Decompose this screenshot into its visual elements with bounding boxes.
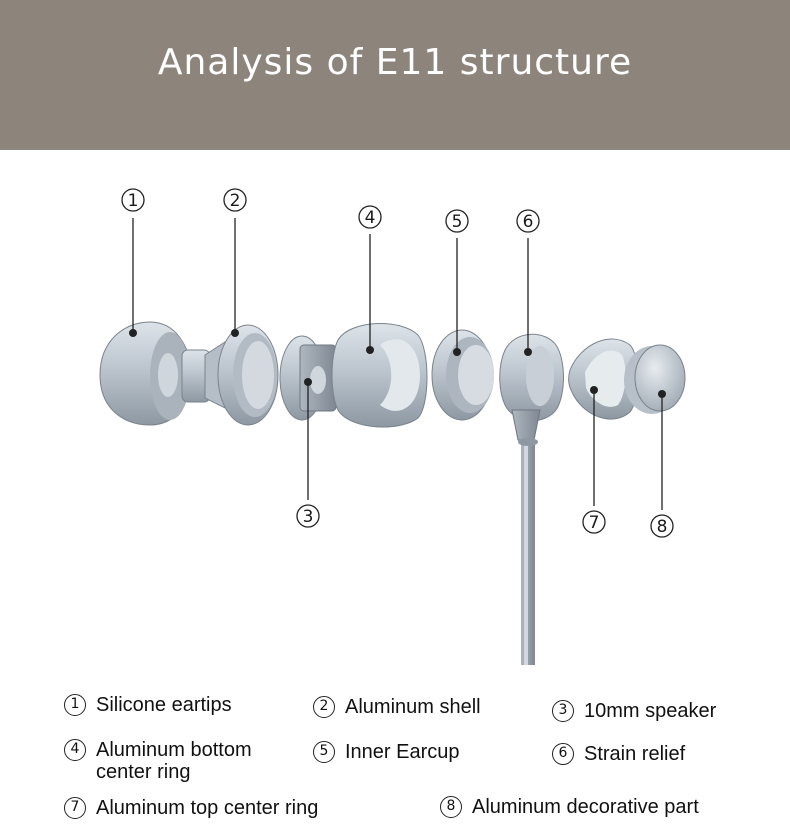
legend-label: Inner Earcup (345, 741, 460, 763)
legend-number: 2 (313, 696, 335, 718)
callout-3: 3 (296, 378, 320, 528)
callout-2-number: 2 (230, 191, 241, 211)
page-title: Analysis of E11 structure (157, 42, 633, 83)
legend-number: 8 (440, 796, 462, 818)
callout-7-number: 7 (589, 513, 600, 533)
legend-item-2: 2 Aluminum shell (313, 696, 481, 718)
part-6-strain-relief (499, 333, 564, 446)
callout-1: 1 (121, 188, 145, 337)
legend-label: Aluminum bottom center ring (96, 739, 252, 783)
legend-label: Silicone eartips (96, 694, 232, 716)
legend-number: 6 (552, 743, 574, 765)
part-4-bottom-center-ring (331, 323, 428, 428)
legend-item-6: 6 Strain relief (552, 743, 685, 765)
callout-5-number: 5 (452, 212, 463, 232)
legend-number: 7 (64, 797, 86, 819)
legend-item-7: 7 Aluminum top center ring (64, 797, 318, 819)
legend-label: Aluminum shell (345, 696, 481, 718)
callout-5: 5 (445, 209, 469, 356)
callout-4: 4 (358, 205, 382, 354)
part-5-inner-earcup (431, 329, 494, 421)
part-8-decorative-part (624, 344, 686, 414)
part-3-10mm-speaker (279, 335, 337, 421)
legend-item-3: 3 10mm speaker (552, 700, 716, 722)
title-banner: Analysis of E11 structure (0, 0, 790, 150)
callout-6: 6 (516, 209, 540, 356)
callout-3-number: 3 (303, 507, 314, 527)
legend-number: 1 (64, 694, 86, 716)
callout-1-number: 1 (128, 191, 139, 211)
callout-4-number: 4 (365, 208, 376, 228)
legend-label: Aluminum decorative part (472, 796, 699, 818)
legend-item-5: 5 Inner Earcup (313, 741, 460, 763)
legend-label: Strain relief (584, 743, 686, 765)
legend-item-1: 1 Silicone eartips (64, 694, 232, 716)
legend-number: 4 (64, 739, 86, 761)
legend-label: 10mm speaker (584, 700, 717, 722)
callout-6-number: 6 (523, 212, 534, 232)
callout-7: 7 (582, 386, 606, 534)
callout-8: 8 (650, 390, 674, 538)
callout-2: 2 (223, 188, 247, 337)
legend-item-8: 8 Aluminum decorative part (440, 796, 699, 818)
part-2-aluminum-shell (204, 324, 279, 426)
legend-item-4: 4 Aluminum bottom center ring (64, 739, 304, 783)
cable-highlight (524, 440, 528, 665)
callout-8-number: 8 (657, 517, 668, 537)
exploded-view-diagram: 1 2 3 4 5 6 7 8 (99, 188, 686, 665)
part-1-silicone-eartip (99, 321, 211, 426)
legend-number: 5 (313, 741, 335, 763)
legend-number: 3 (552, 700, 574, 722)
legend-label: Aluminum top center ring (96, 797, 319, 819)
